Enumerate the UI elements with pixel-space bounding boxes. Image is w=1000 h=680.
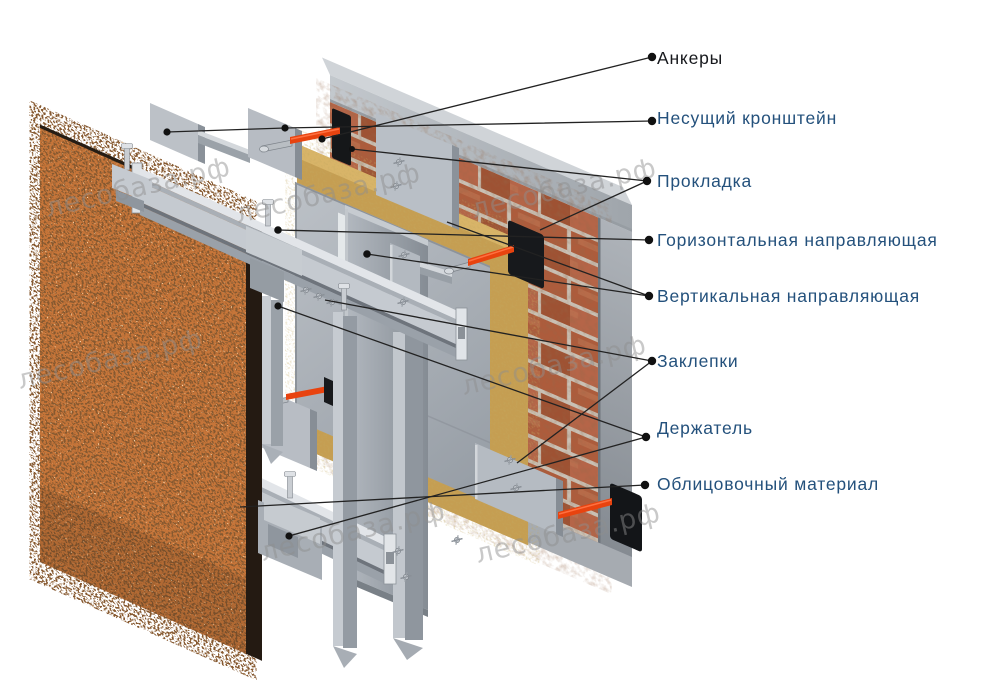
- concrete-cap: [330, 75, 632, 233]
- cladding-panel: [40, 124, 262, 661]
- gasket-top: [332, 108, 351, 166]
- anchor-bolt-top: [259, 127, 340, 153]
- vertical-guide-fin-right: [393, 332, 423, 660]
- concrete-cap-top: [322, 57, 632, 206]
- label-bearing-bracket: Несущий кронштейн: [657, 108, 838, 128]
- gasket-bottom: [610, 483, 642, 552]
- panel-clamp-top-left: [112, 143, 152, 212]
- vertical-guide-fin-front: [262, 296, 283, 464]
- label-holder: Держатель: [657, 418, 753, 438]
- label-vertical-guide: Вертикальная направляющая: [657, 286, 921, 306]
- label-cladding-material: Облицовочный материал: [657, 474, 880, 494]
- label-anchors: Анкеры: [657, 48, 724, 68]
- bearing-bracket-large: [376, 113, 459, 230]
- label-horizontal-guide: Горизонтальная направляющая: [657, 230, 938, 250]
- holder-upper: [246, 199, 302, 302]
- vertical-guide-fin-center: [333, 283, 357, 668]
- callout-lines: [166, 56, 653, 537]
- callout-dots: [163, 52, 657, 540]
- label-gasket: Прокладка: [657, 171, 753, 191]
- anchor-bolt-lower-right: [558, 498, 612, 519]
- label-rivets: Заклепки: [657, 351, 739, 371]
